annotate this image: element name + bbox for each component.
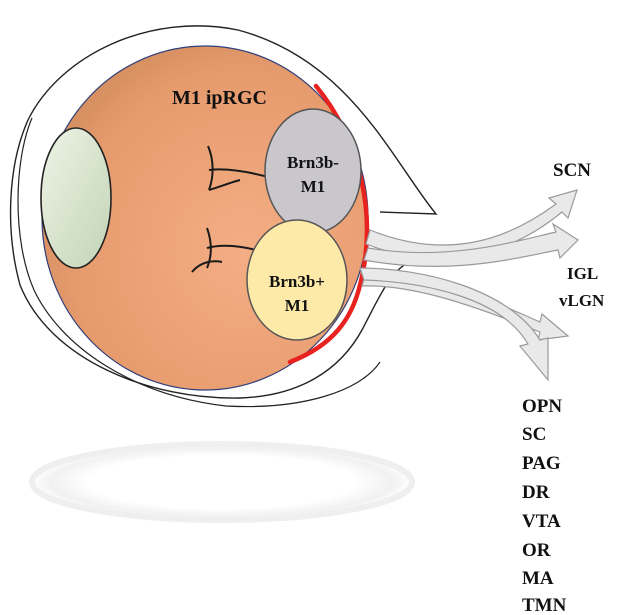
target-vlgn: vLGN <box>559 291 605 310</box>
brainstem-target-list: OPN SC PAG DR VTA OR MA TMN <box>522 396 567 615</box>
target-item: OPN <box>522 396 562 417</box>
target-item: SC <box>522 424 546 445</box>
reflection-shadow <box>32 444 412 520</box>
target-item: MA <box>522 568 554 589</box>
brn3b-plus-label-1: Brn3b+ <box>269 272 325 291</box>
brn3b-plus-label-2: M1 <box>285 296 310 315</box>
eye-title: M1 ipRGC <box>172 87 267 109</box>
target-scn: SCN <box>553 160 591 181</box>
brn3b-minus-label-2: M1 <box>301 177 326 196</box>
lens <box>41 128 111 268</box>
target-item: OR <box>522 540 551 561</box>
target-item: PAG <box>522 453 561 474</box>
brn3b-minus-label-1: Brn3b- <box>287 153 339 172</box>
target-item: VTA <box>522 511 561 532</box>
target-item: DR <box>522 482 550 503</box>
target-igl: IGL <box>567 264 598 283</box>
target-item: TMN <box>522 595 567 615</box>
